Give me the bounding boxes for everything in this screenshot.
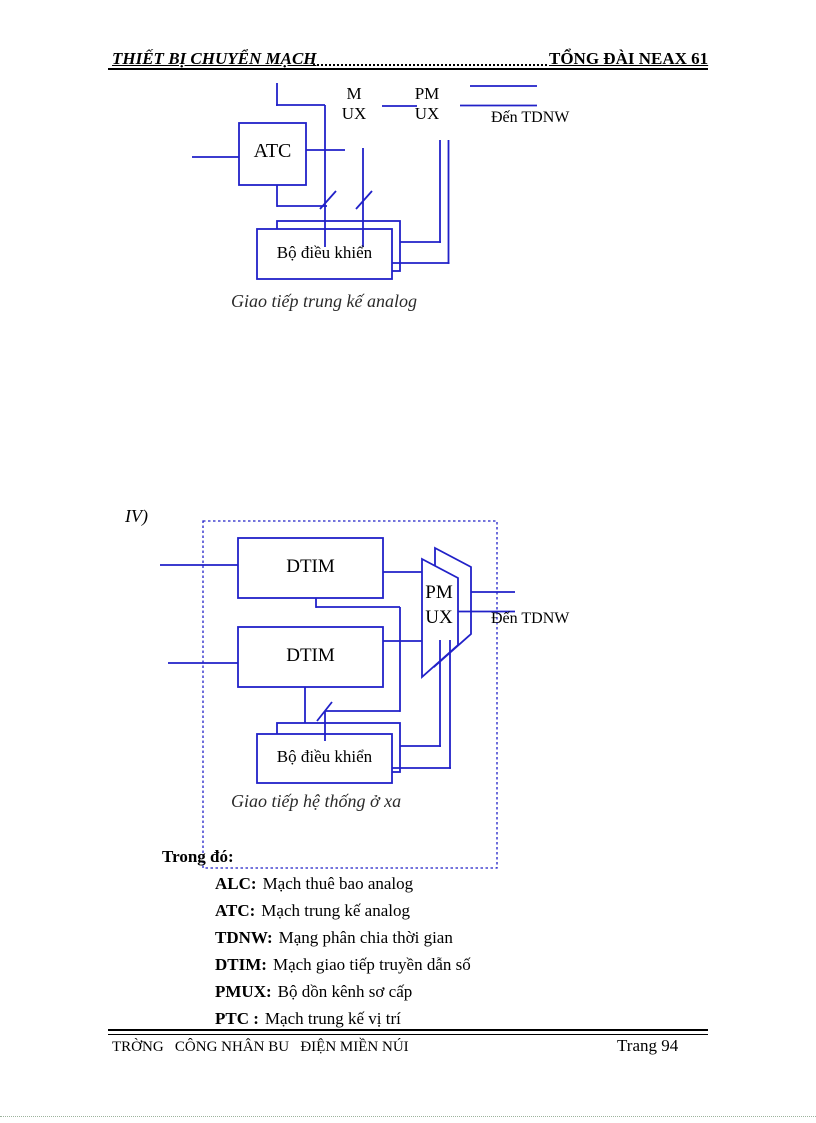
legend-item-tdnw: TDNW: Mạng phân chia thời gian	[215, 928, 471, 955]
legend-term: TDNW:	[215, 928, 273, 947]
to-tdnw-label-2: Đến TDNW	[491, 610, 570, 627]
controller2-label: Bộ điều khiển	[276, 747, 373, 766]
diagram2-bus-lines	[316, 701, 333, 741]
mux-label: M UX	[336, 84, 372, 124]
header-title-right: TỔNG ĐÀI NEAX 61	[549, 49, 709, 68]
legend-desc: Bộ dồn kênh sơ cấp	[277, 982, 413, 1001]
footer-page-number: Trang 94	[617, 1036, 679, 1055]
diagram2-lines	[160, 564, 423, 723]
dtim1-box	[237, 537, 384, 599]
legend-term: PTC :	[215, 1009, 259, 1028]
to-tdnw-label-1: Đến TDNW	[491, 109, 570, 126]
diagram1-controller-links	[392, 241, 450, 264]
diagram1-caption: Giao tiếp trung kế analog	[231, 291, 417, 311]
pmux-shape-label: PM UX	[417, 580, 461, 630]
pmux-shape	[421, 557, 459, 680]
legend-term: ALC:	[215, 874, 257, 893]
legend-item-dtim: DTIM: Mạch giao tiếp truyền dẫn số	[215, 955, 471, 982]
legend-desc: Mạch trung kế analog	[261, 901, 410, 920]
legend-term: PMUX:	[215, 982, 272, 1001]
page-bottom-dotted-line	[0, 1116, 816, 1117]
atc-box	[238, 122, 307, 186]
header-title-left: THIẾT BỊ CHUYỂN MẠCH	[112, 49, 317, 68]
pmux-shape-label-line2: UX	[425, 607, 453, 628]
pmux-label: PM UX	[405, 84, 449, 124]
diagram2-caption: Giao tiếp hệ thống ở xa	[231, 791, 402, 811]
pmux-shape-label-line1: PM	[425, 582, 453, 603]
legend-item-atc: ATC: Mạch trung kế analog	[215, 901, 471, 928]
diagram1-bus-lines	[319, 105, 373, 247]
dtim1-box-label: DTIM	[286, 556, 335, 577]
bus-slash-icon	[355, 190, 373, 210]
bus-slash-icon	[316, 701, 333, 722]
footer-school-name: TRỜNG CÔNG NHÂN BU ĐIỆN MIỀN NÚI	[112, 1039, 409, 1055]
atc-box-label: ATC	[253, 140, 292, 162]
footer-double-rule	[108, 1029, 708, 1035]
header-dotted-leader	[313, 55, 547, 66]
dtim2-box	[237, 626, 384, 688]
legend-term: ATC:	[215, 901, 256, 920]
diagram2-controller-links	[392, 745, 451, 769]
bus-slash-icon	[319, 190, 337, 210]
legend-item-alc: ALC: Mạch thuê bao analog	[215, 874, 471, 901]
header-rule	[108, 68, 708, 70]
pmux-label-line1: PM	[414, 84, 440, 103]
diagram2-mux-io-lines	[439, 591, 515, 769]
legend-item-pmux: PMUX: Bộ dồn kênh sơ cấp	[215, 982, 471, 1009]
diagram1-lines	[192, 83, 537, 264]
controller1-label: Bộ điều khiển	[276, 243, 373, 262]
legend-list: ALC: Mạch thuê bao analog ATC: Mạch trung …	[215, 874, 471, 1036]
section-label-iv: IV)	[125, 506, 148, 526]
pmux-label-line2: UX	[414, 104, 440, 123]
mux-label-line2: UX	[341, 104, 367, 123]
legend-desc: Mạch thuê bao analog	[262, 874, 414, 893]
legend-title: Trong đó:	[162, 847, 234, 866]
mux-label-line1: M	[346, 84, 362, 103]
legend-term: DTIM:	[215, 955, 267, 974]
legend-item-ptc: PTC : Mạch trung kế vị trí	[215, 1009, 471, 1036]
legend-desc: Mạng phân chia thời gian	[278, 928, 453, 947]
legend-desc: Mạch giao tiếp truyền dẫn số	[272, 955, 471, 974]
diagram2-dotted-frame	[202, 520, 498, 869]
dtim2-box-label: DTIM	[286, 645, 335, 666]
legend-desc: Mạch trung kế vị trí	[264, 1009, 401, 1028]
